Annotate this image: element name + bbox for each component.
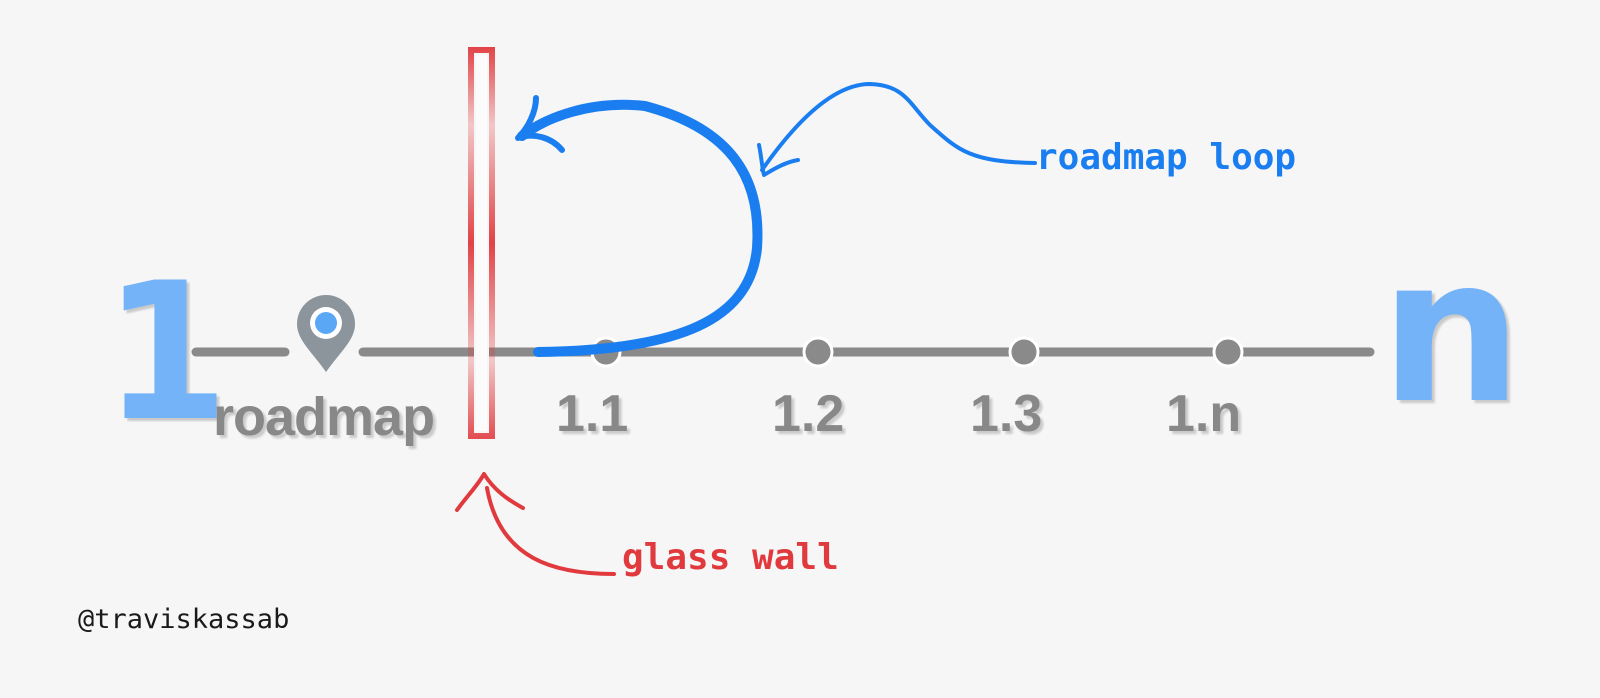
- label-version-1-3: 1.3: [970, 385, 1043, 443]
- label-version-1-n: 1.n: [1166, 385, 1242, 443]
- glass-wall-pointer-arrow: [485, 486, 616, 576]
- location-pin-icon: [297, 295, 355, 372]
- author-credit: @traviskassab: [78, 604, 290, 635]
- label-version-1-1: 1.1: [556, 385, 629, 443]
- label-version-1-2: 1.2: [772, 385, 845, 443]
- version-dot-1-n: [1212, 336, 1244, 368]
- end-glyph: n: [1380, 215, 1523, 448]
- roadmap-loop-arrow: [517, 99, 763, 357]
- version-dot-1-2: [802, 336, 834, 368]
- version-dot-1-3: [1008, 336, 1040, 368]
- roadmap-loop-annotation: roadmap loop: [1036, 137, 1297, 178]
- start-glyph: 1: [103, 242, 229, 463]
- roadmap-loop-pointer-arrow: [760, 81, 1037, 172]
- label-roadmap: roadmap: [213, 387, 435, 447]
- roadmap-loop-arrowhead: [515, 95, 565, 153]
- glass-wall-annotation: glass wall: [622, 537, 839, 578]
